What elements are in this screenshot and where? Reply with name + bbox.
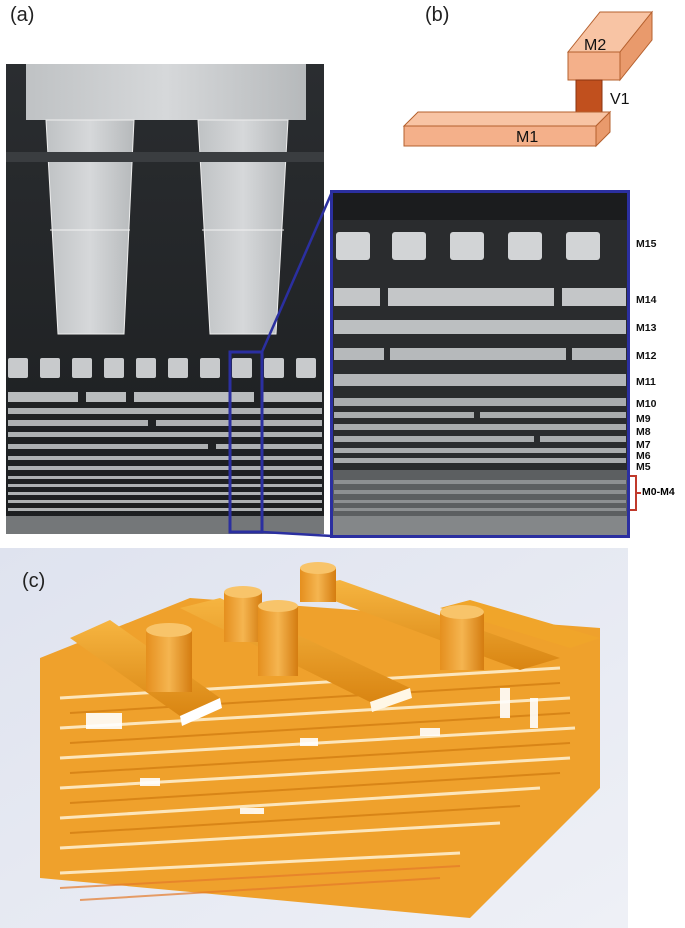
m1-bar: [402, 110, 612, 148]
layer-label-m5: M5: [636, 461, 651, 473]
layer-label-m6: M6: [636, 450, 651, 462]
m0-m4-bracket: [630, 475, 641, 511]
layer-label-m15: M15: [636, 238, 657, 250]
interconnect-3d-render: [0, 548, 628, 928]
panel-label-c: (c): [22, 570, 46, 592]
m1-label: M1: [516, 129, 538, 146]
layer-label-m14: M14: [636, 294, 657, 306]
layer-label-m10: M10: [636, 398, 657, 410]
m2-label: M2: [584, 37, 606, 54]
m2-bar: [566, 10, 654, 82]
v1-label: V1: [610, 91, 630, 108]
sem-cross-section: [6, 64, 324, 534]
interconnect-schematic: M2 V1 M1: [402, 10, 654, 148]
bracket-label: M0-M4: [642, 486, 675, 498]
sem-zoom-view: [330, 190, 630, 538]
layer-label-m11: M11: [636, 376, 656, 388]
panel-label-b: (b): [425, 4, 450, 26]
layer-label-m9: M9: [636, 413, 651, 425]
panel-label-a: (a): [10, 4, 35, 26]
layer-label-m12: M12: [636, 350, 657, 362]
layer-label-m13: M13: [636, 322, 657, 334]
layer-label-m7: M7: [636, 439, 651, 451]
layer-label-m8: M8: [636, 426, 651, 438]
